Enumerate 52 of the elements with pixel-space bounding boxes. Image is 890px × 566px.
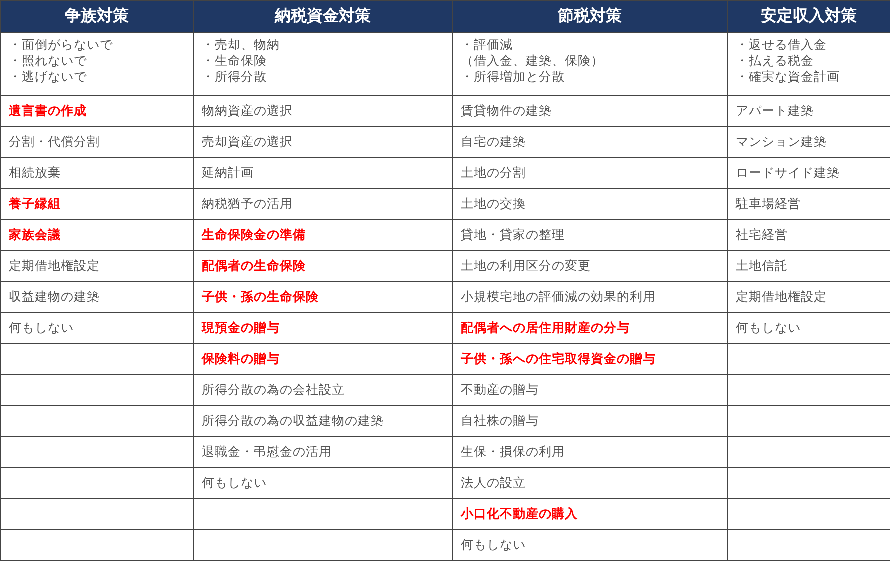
table-cell: 自社株の贈与 [452,406,728,436]
table-cell: 何もしない [194,468,452,498]
column-header: 節税対策 [452,0,728,32]
table-cell: 家族会議 [0,220,194,250]
table-cell: 子供・孫への住宅取得資金の贈与 [452,344,728,374]
column-header: 安定収入対策 [728,0,890,32]
table-cell: 相続放棄 [0,158,194,188]
table-cell: 退職金・弔慰金の活用 [194,436,452,468]
table-cell: 配偶者の生命保険 [194,250,452,282]
table-cell: 所得分散の為の収益建物の建築 [194,406,452,436]
bullet-item: ・照れないで [9,53,88,69]
table-cell: 小口化不動産の購入 [452,498,728,530]
table-cell: 延納計画 [194,158,452,188]
table-cell: 物納資産の選択 [194,96,452,126]
table-cell: 分割・代償分割 [0,126,194,158]
table-cell: 貸地・貸家の整理 [452,220,728,250]
column-header: 納税資金対策 [194,0,452,32]
bullet-item: （借入金、建築、保険） [461,53,605,69]
table-cell: 定期借地権設定 [0,250,194,282]
table-cell: 土地の分割 [452,158,728,188]
table-cell: 養子縁組 [0,188,194,220]
table-cell: 賃貸物件の建築 [452,96,728,126]
table-cell: 収益建物の建築 [0,282,194,312]
table-cell: 所得分散の為の会社設立 [194,374,452,406]
bullet-item: ・払える税金 [736,53,815,69]
column-header: 争族対策 [0,0,194,32]
table-cell: 売却資産の選択 [194,126,452,158]
table-cell: 土地の交換 [452,188,728,220]
bullet-item: ・所得分散 [202,69,268,85]
table-cell: 遺言書の作成 [0,96,194,126]
table-cell: 保険料の贈与 [194,344,452,374]
table-cell: 何もしない [0,312,194,344]
table-cell: 不動産の贈与 [452,374,728,406]
table-cell: 現預金の贈与 [194,312,452,344]
table-cell: 土地の利用区分の変更 [452,250,728,282]
table-cell: 何もしない [452,530,728,560]
table-cell: 配偶者への居住用財産の分与 [452,312,728,344]
bullet-item: ・確実な資金計画 [736,69,841,85]
bullet-item: ・評価減 [461,37,514,53]
table-cell: 法人の設立 [452,468,728,498]
table-cell: 納税猶予の活用 [194,188,452,220]
bullet-item: ・売却、物納 [202,37,281,53]
table-cell: 小規模宅地の評価減の効果的利用 [452,282,728,312]
bullet-item: ・生命保険 [202,53,268,69]
table-cell: 生命保険金の準備 [194,220,452,250]
table-cell: 生保・損保の利用 [452,436,728,468]
bullet-item: ・返せる借入金 [736,37,828,53]
bullet-item: ・所得増加と分散 [461,69,566,85]
bullet-item: ・面倒がらないで [9,37,114,53]
table-cell: 子供・孫の生命保険 [194,282,452,312]
bullet-item: ・逃げないで [9,69,88,85]
table-cell: 自宅の建築 [452,126,728,158]
